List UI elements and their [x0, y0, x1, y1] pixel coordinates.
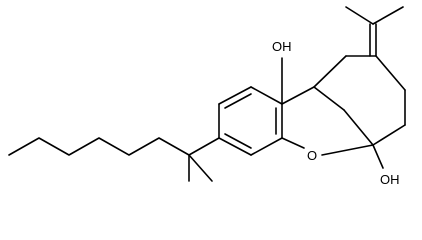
- methyl-bond: [372, 6, 404, 25]
- bridge-bond: [313, 86, 345, 111]
- ring-bond: [313, 55, 347, 88]
- hydroxyl-label-bottom: OH: [380, 172, 400, 187]
- gem-dimethyl-bond-side: [188, 154, 213, 182]
- aromatic-ring: [218, 86, 283, 156]
- ring-bond: [372, 124, 406, 146]
- heptyl-chain-bond: [8, 137, 220, 156]
- ring-oxygen-label: O: [307, 148, 317, 163]
- ring-double-bond: [224, 93, 252, 109]
- ring-bond: [250, 86, 283, 105]
- bridge-bond: [343, 109, 374, 146]
- alkyl-side-chain: [8, 137, 220, 182]
- ring-bond: [375, 55, 406, 91]
- isopropylidene-group: [345, 6, 404, 57]
- ring-bond: [250, 137, 283, 156]
- bicyclic-ring: [281, 55, 406, 156]
- ring-bond: [218, 86, 252, 105]
- ring-bond: [218, 137, 252, 156]
- ether-bond: [281, 137, 305, 149]
- ring-bond: [281, 86, 315, 105]
- ring-double-bond: [224, 133, 252, 149]
- methyl-bond: [345, 6, 374, 25]
- hydroxyl-label-top: OH: [272, 39, 292, 54]
- hydroxyl-bond-bottom: [372, 144, 384, 169]
- chemical-structure-diagram: OH O OH: [8, 6, 406, 187]
- ether-bond: [321, 144, 374, 156]
